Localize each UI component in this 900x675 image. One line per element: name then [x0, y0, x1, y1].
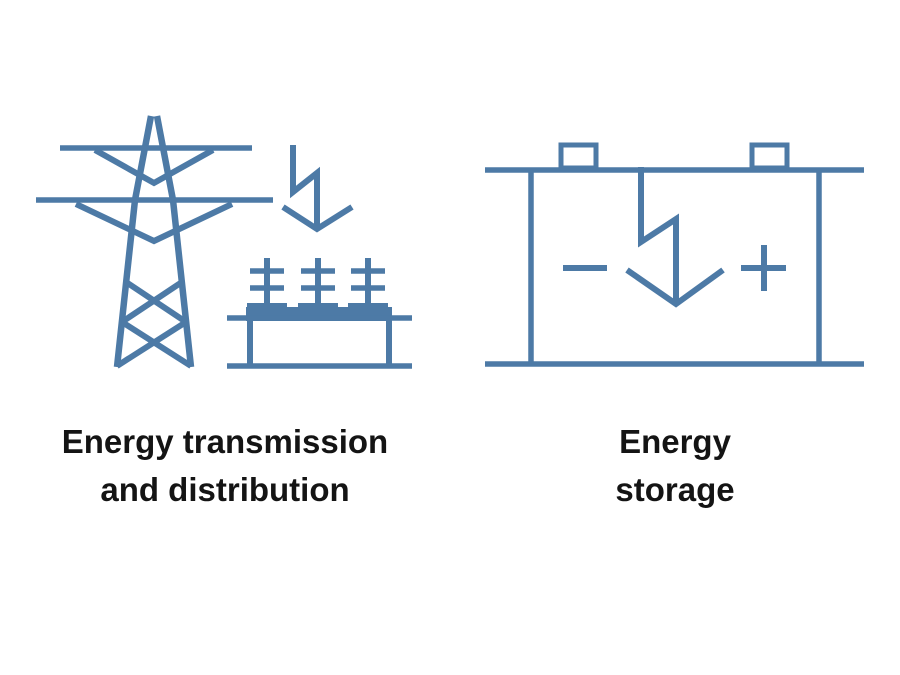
arrowhead	[281, 204, 354, 233]
tower-lower-brace	[74, 201, 234, 245]
battery-terminal	[558, 142, 599, 171]
battery-terminal	[749, 142, 790, 171]
caption-line: and distribution	[100, 471, 350, 508]
transmission-tower-icon	[36, 115, 273, 369]
energy-transmission-icon	[36, 115, 412, 369]
tower-lattice-brace	[115, 319, 188, 369]
lightning-bolt-line	[638, 167, 679, 302]
caption-energy-storage: Energy storage	[475, 418, 875, 514]
caption-line: Energy	[619, 423, 731, 460]
caption-line: storage	[615, 471, 735, 508]
tower-upper-brace	[93, 147, 215, 187]
substation-icon	[227, 258, 412, 369]
charge-lightning-arrow-icon	[625, 167, 725, 308]
tower-lattice-brace	[120, 279, 184, 325]
arrowhead	[625, 267, 725, 308]
caption-energy-transmission: Energy transmission and distribution	[25, 418, 425, 514]
lightning-arrow-icon	[281, 145, 354, 233]
caption-line: Energy transmission	[61, 423, 389, 460]
battery-icon	[485, 142, 864, 367]
lightning-bolt-line	[290, 145, 320, 226]
energy-storage-icon	[485, 142, 864, 367]
